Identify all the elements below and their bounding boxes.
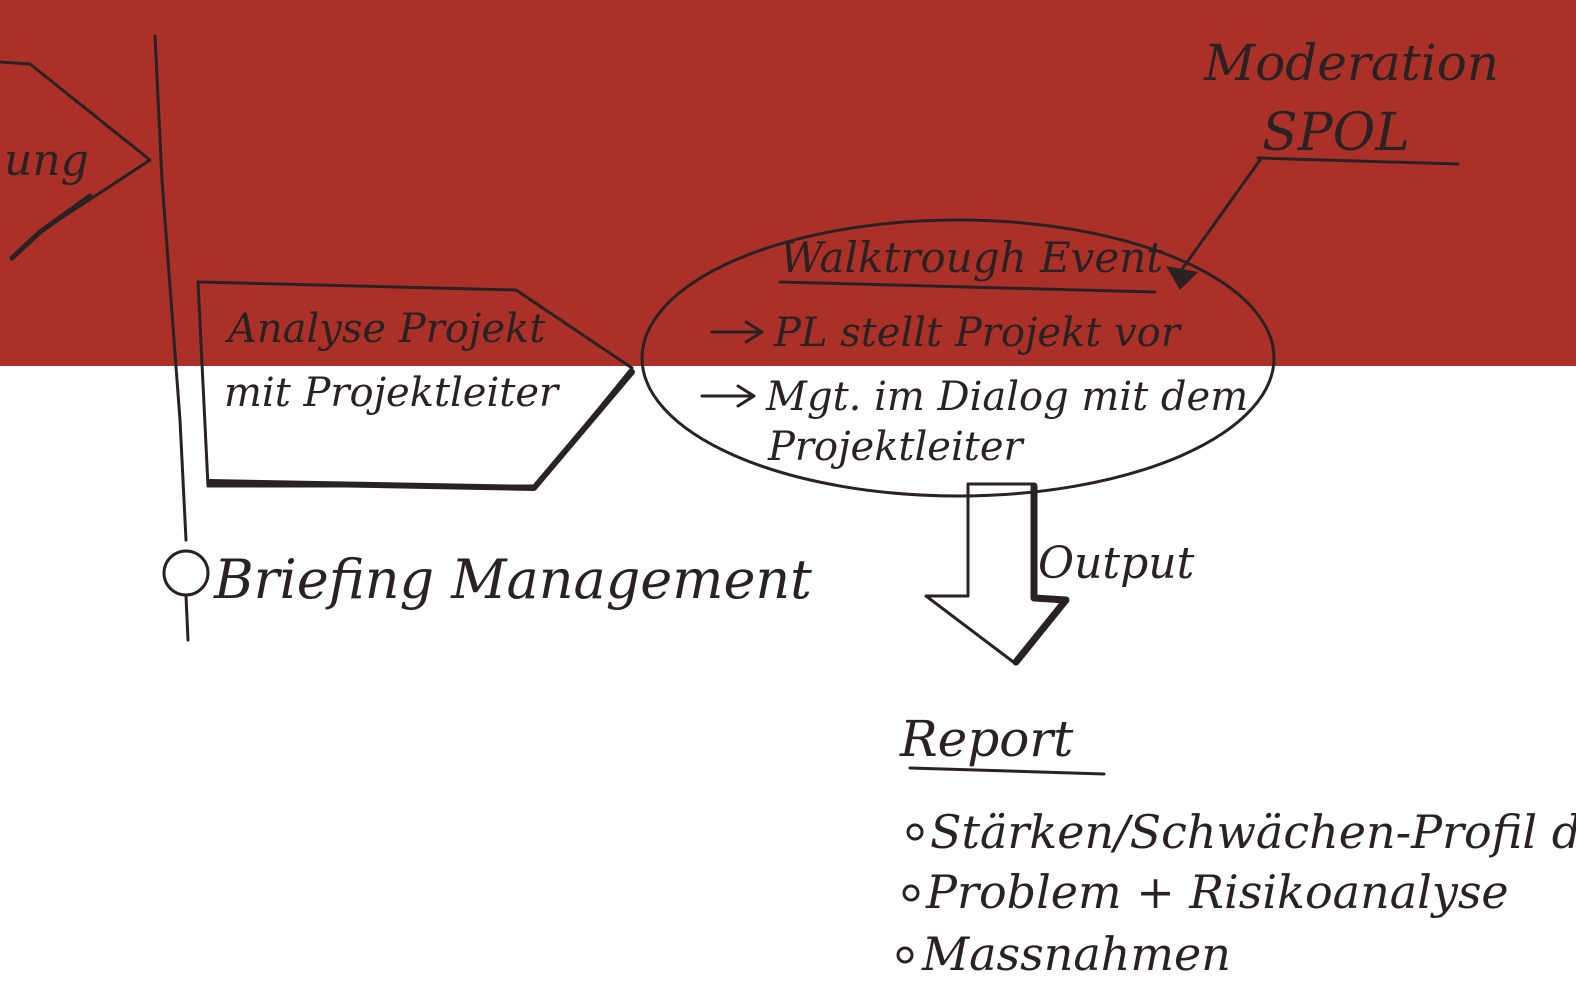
bullet-icon [906, 823, 924, 841]
walkthrough-item-1: PL stellt Projekt vor [773, 310, 1183, 356]
milestone-circle [162, 549, 210, 597]
analysis-line-2: mit Projektleiter [224, 370, 561, 416]
report-item: Problem + Risikoanalyse [925, 865, 1509, 919]
walkthrough-item-2-line-2: Projektleiter [767, 424, 1026, 470]
red-header-band [0, 0, 1576, 366]
bullet-icon [896, 946, 914, 964]
timeline [153, 34, 190, 642]
left-fragment-label: ung [4, 135, 89, 186]
arrow-bullet-icon [700, 384, 756, 408]
arrow-bullet-icon [710, 320, 764, 344]
analysis-line-1: Analyse Projekt [224, 306, 546, 352]
arrowhead-icon [1166, 266, 1198, 290]
walkthrough-title: Walktrough Event [780, 233, 1163, 282]
moderation-who: SPOL [1262, 103, 1410, 163]
report-section: Report Stärken/Schwächen-Profil des Prob… [896, 710, 1576, 981]
moderation-annotation: Moderation SPOL [1166, 34, 1499, 290]
walkthrough-item-2-line-1: Mgt. im Dialog mit dem [765, 374, 1248, 420]
milestone-label: Briefing Management [213, 548, 812, 611]
output-arrow: Output [924, 482, 1195, 666]
bullet-icon [902, 884, 920, 902]
analysis-process-box: Analyse Projekt mit Projektleiter [196, 280, 635, 491]
walkthrough-event-ellipse: Walktrough Event PL stellt Projekt vor M… [640, 218, 1276, 498]
output-label: Output [1038, 538, 1195, 589]
report-item: Stärken/Schwächen-Profil des [930, 805, 1576, 859]
moderation-title: Moderation [1203, 34, 1499, 92]
left-process-shape-fragment: ung [0, 60, 152, 261]
report-title: Report [899, 710, 1074, 768]
moderation-arrow [1178, 158, 1262, 274]
report-item: Massnahmen [921, 927, 1231, 981]
